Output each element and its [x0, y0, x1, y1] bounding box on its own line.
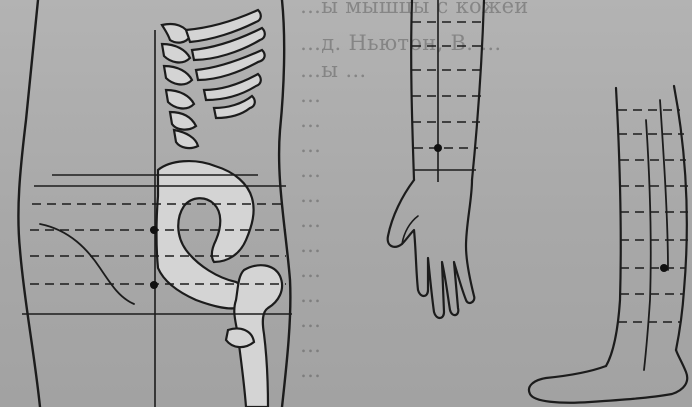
marker-dot	[660, 264, 668, 272]
fibula-line	[660, 100, 668, 270]
foot-icon	[529, 350, 687, 403]
tibia-line	[644, 120, 651, 370]
leg-left-outline	[606, 88, 621, 366]
leg-right-outline	[674, 86, 687, 350]
